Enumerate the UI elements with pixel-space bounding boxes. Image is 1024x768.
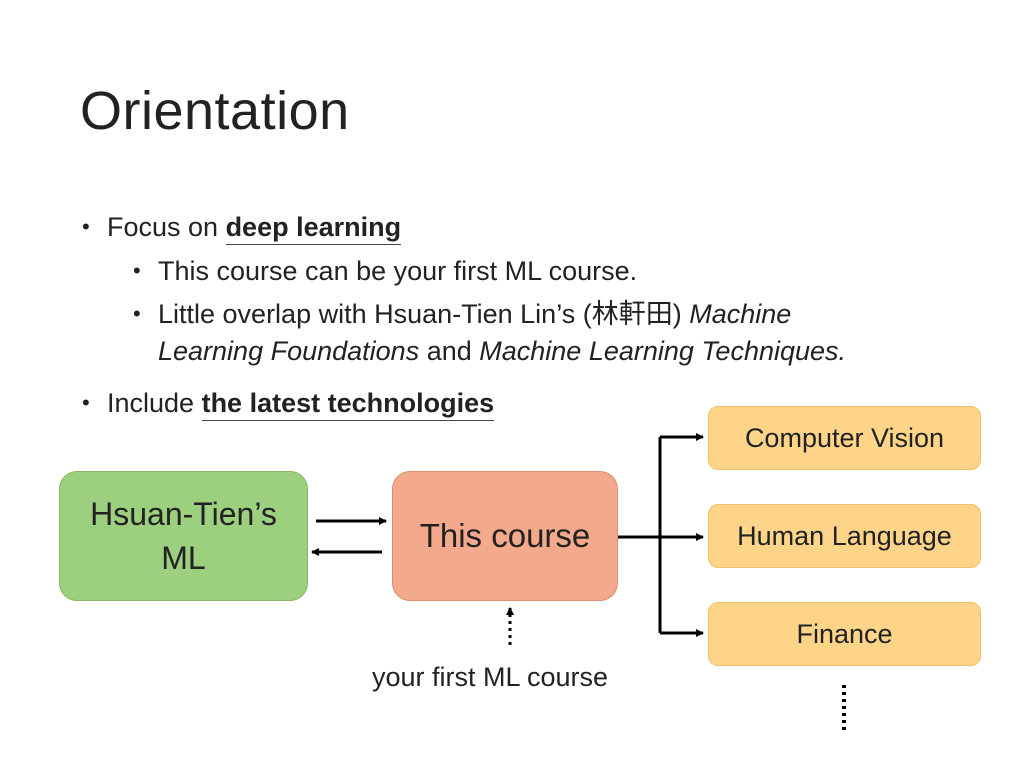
course-title-techniques: Machine Learning Techniques. (479, 336, 847, 366)
hsuan-tien-ml-line1: Hsuan-Tien’s (90, 496, 277, 532)
bullet-glyph: • (133, 301, 141, 326)
deep-learning-emphasis: deep learning (225, 212, 402, 245)
course-title-foundations: Learning Foundations (158, 336, 420, 366)
bullet-list: • Focus on deep learning • This course c… (82, 210, 846, 421)
sub-bullet-overlap: Little overlap with Hsuan-Tien Lin’s (林軒… (158, 297, 791, 331)
bullet-include: Include the latest technologies (107, 386, 495, 421)
human-language-box: Human Language (708, 504, 981, 568)
this-course-box: This course (392, 471, 618, 601)
bullet-include-text: Include (107, 388, 202, 418)
hsuan-tien-ml-box: Hsuan-Tien’s ML (59, 471, 308, 601)
bullet-focus: Focus on deep learning (107, 210, 402, 245)
bullet-glyph: • (133, 258, 141, 283)
bullet-glyph: • (82, 214, 90, 239)
first-ml-course-caption: your first ML course (372, 662, 609, 692)
sub-bullet-first-course: This course can be your first ML course. (158, 256, 638, 286)
bullet-focus-text: Focus on (107, 212, 226, 242)
hsuan-tien-ml-line2: ML (161, 540, 206, 576)
and-text: and (419, 336, 480, 366)
computer-vision-box: Computer Vision (708, 406, 981, 470)
bullet-glyph: • (82, 390, 90, 415)
overlap-text: Little overlap with Hsuan-Tien Lin’s (林軒… (158, 299, 690, 329)
course-title-machine: Machine (689, 299, 792, 329)
slide-title: Orientation (80, 81, 350, 141)
latest-tech-emphasis: the latest technologies (201, 388, 495, 421)
sub-bullet-overlap-cont: Learning Foundations and Machine Learnin… (158, 334, 846, 368)
finance-box: Finance (708, 602, 981, 666)
